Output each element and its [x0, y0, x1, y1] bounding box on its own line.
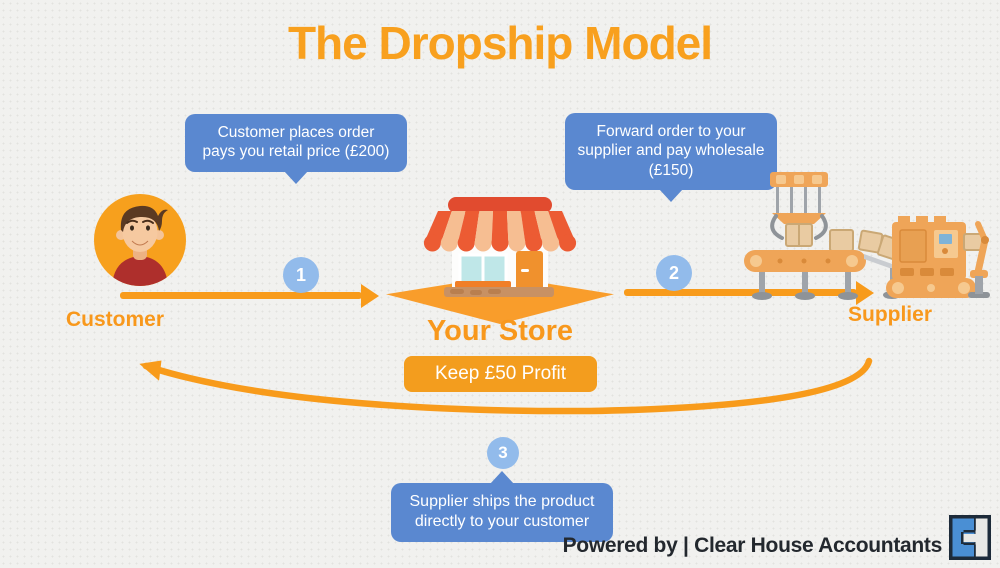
customer-label: Customer: [66, 308, 165, 331]
store-label: Your Store: [426, 315, 574, 347]
page-title: The Dropship Model: [287, 17, 713, 69]
callout-step2-line1: Forward order to your: [596, 123, 746, 140]
arrow-step1: [120, 292, 362, 299]
callout-step2: Forward order to your supplier and pay w…: [565, 113, 777, 203]
step-badge-3: 3: [487, 437, 519, 469]
powered-by-text: Powered by | Clear House Accountants: [562, 534, 943, 557]
callout-step3-line2: directly to your customer: [414, 513, 590, 530]
callout-tail-icon: [284, 170, 308, 184]
callout-tail-icon: [659, 189, 683, 203]
callout-step1-line1: Customer places order: [217, 124, 375, 141]
supplier-label: Supplier: [847, 303, 932, 326]
callout-step3-line1: Supplier ships the product: [409, 493, 595, 510]
callout-step3: Supplier ships the product directly to y…: [391, 471, 613, 542]
step-badge-1: 1: [283, 257, 319, 293]
clear-house-accountants-logo-icon: [949, 515, 991, 560]
storefront-icon: [423, 197, 577, 297]
profit-badge: Keep £50 Profit: [404, 356, 597, 392]
factory-conveyor-icon: [744, 172, 990, 300]
callout-step2-line2: supplier and pay wholesale: [577, 142, 765, 160]
step-badge-2: 2: [656, 255, 692, 291]
arrow-step2: [624, 289, 857, 296]
callout-step1: Customer places order pays you retail pr…: [185, 114, 407, 184]
callout-step2-line3: (£150): [648, 161, 694, 179]
arrowhead-step1-icon: [361, 284, 379, 308]
callout-tail-icon: [490, 471, 514, 484]
callout-step1-line2: pays you retail price (£200): [202, 143, 390, 161]
arrow-step3: [139, 357, 873, 415]
customer-avatar-icon: [94, 194, 186, 286]
arrowhead-step2-icon: [856, 281, 874, 305]
